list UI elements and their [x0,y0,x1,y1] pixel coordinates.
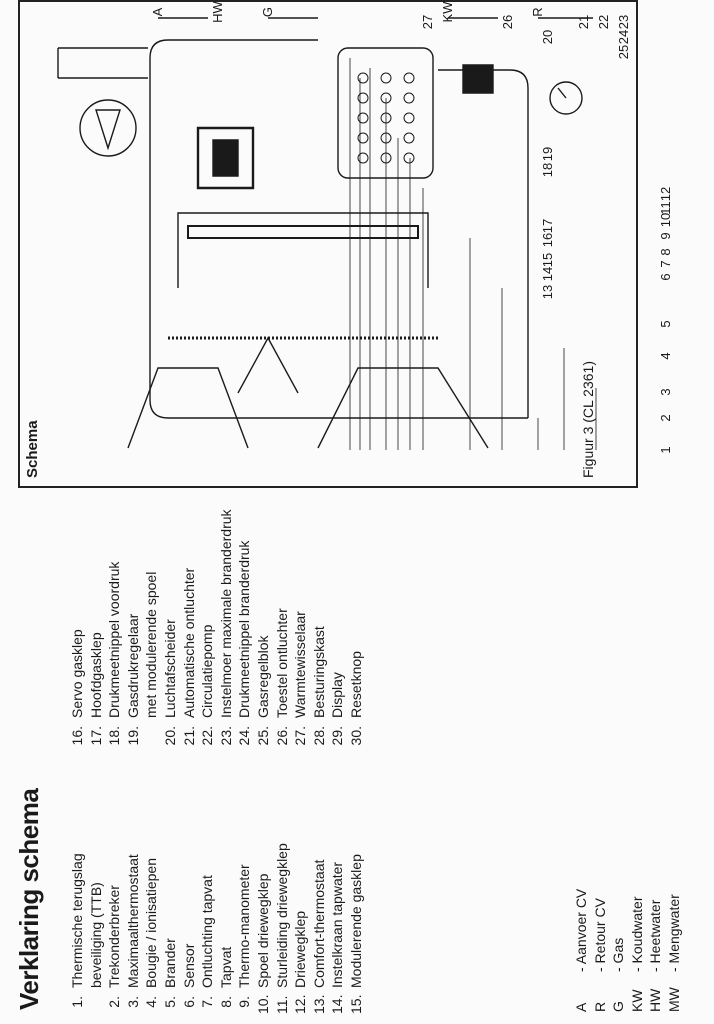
list-item: 6.Sensor [180,943,197,1008]
list-item: 10.Spoel driewegklep [254,873,271,1014]
list-item: 21.Automatische ontluchter [180,567,197,746]
port-label: A [150,7,165,17]
parts-list-column-1: 1.Thermische terugslag beveiliging (TTB)… [68,843,366,1014]
list-item: 2.Trekonderbreker [106,885,123,1008]
air-separator [58,48,148,78]
list-item: 18.Drukmeetnippel voordruk [106,561,123,746]
tap-vessel [338,48,433,178]
leader-lines [350,58,596,450]
list-item: 19.Gasdrukregelaar [124,613,141,746]
callout-number: 12 [658,186,673,202]
list-item: 15.Modulerende gasklep [347,854,364,1014]
callout-number: 25 [616,44,631,60]
list-item: 5.Brander [161,938,178,1008]
list-item: 12.Driewegklep [292,910,309,1014]
legend-item: HW- Heetwater [647,899,664,1012]
legend-item: KW- Koudwater [628,896,645,1012]
draught-diverter [128,368,488,448]
list-item: 13.Comfort-thermostaat [310,859,327,1014]
list-item: 26.Toestel ontluchter [273,608,290,746]
callout-number: 3 [658,388,673,396]
callout-number: 20 [540,29,555,45]
list-item: 24.Drukmeetnippel branderdruk [236,540,253,746]
pump-impeller [96,110,120,148]
list-item: 3.Maximaalthermostaat [124,854,141,1008]
callout-number: 17 [540,218,555,234]
list-item: beveiliging (TTB) [87,882,104,988]
list-item: 30.Resetknop [347,651,364,746]
callout-number: 27 [420,14,435,30]
list-item: 14.Instelkraan tapwater [329,861,346,1014]
water-circuit-line [150,40,528,418]
legend-item: G- Gas [610,937,627,1012]
legend-item: MW- Mengwater [665,894,682,1012]
callout-number: 4 [658,352,673,360]
figure-caption: Figuur 3 (CL 2361) [580,361,596,478]
callout-number: 19 [540,146,555,162]
list-item: 1.Thermische terugslag [69,853,85,1008]
thermo-manometer [550,82,582,114]
callout-number: 5 [658,320,673,328]
list-item: 27.Warmtewisselaar [292,611,309,746]
callout-number: 26 [500,14,515,30]
burner [188,226,418,238]
callout-number: 21 [576,14,591,30]
draught-diverter [238,338,298,393]
boiler-schematic [18,0,638,488]
list-item: 22.Circulatiepomp [199,624,216,746]
gas-control-block [198,128,253,188]
page-title: Verklaring schema [14,788,44,1010]
list-item: 7.Ontluchting tapvat [199,875,216,1008]
list-item: met modulerende spoel [143,571,160,718]
list-item: 4.Bougie / ionisatiepen [143,858,160,1008]
port-label: HW [210,1,225,23]
gas-valve [213,140,238,176]
circulation-pump [80,100,136,156]
list-item: 25.Gasregelblok [254,635,271,746]
callout-number: 22 [596,14,611,30]
callout-number: 1 [658,446,673,454]
parts-list-column-2: 16.Servo gasklep 17.Hoofdgasklep 18.Druk… [68,509,366,752]
list-item: 16.Servo gasklep [69,629,85,746]
list-item: 20.Luchtafscheider [161,619,178,746]
list-item: 17.Hoofdgasklep [87,632,104,746]
three-way-valve [463,65,493,93]
port-label: R [530,7,545,17]
port-label: G [260,6,275,18]
list-item: 28.Besturingskast [310,626,327,746]
abbreviation-legend: A- Aanvoer CV R- Retour CV G- Gas KW- Ko… [572,889,684,1012]
list-item: 9.Thermo-manometer [236,864,253,1008]
list-item: 11.Sturleiding driewegklep [273,843,290,1014]
port-label: KW [440,1,455,23]
water-circuit-line [438,70,528,418]
legend-item: A- Aanvoer CV [573,888,589,1012]
schema-title: Schema [24,420,41,478]
list-item: 29.Display [329,672,346,746]
burner-frame [178,213,428,288]
list-item: 8.Tapvat [217,946,234,1008]
legend-item: R- Retour CV [591,898,608,1012]
list-item: 23.Instelmoer maximale branderdruk [217,509,234,746]
callout-number: 2 [658,414,673,422]
